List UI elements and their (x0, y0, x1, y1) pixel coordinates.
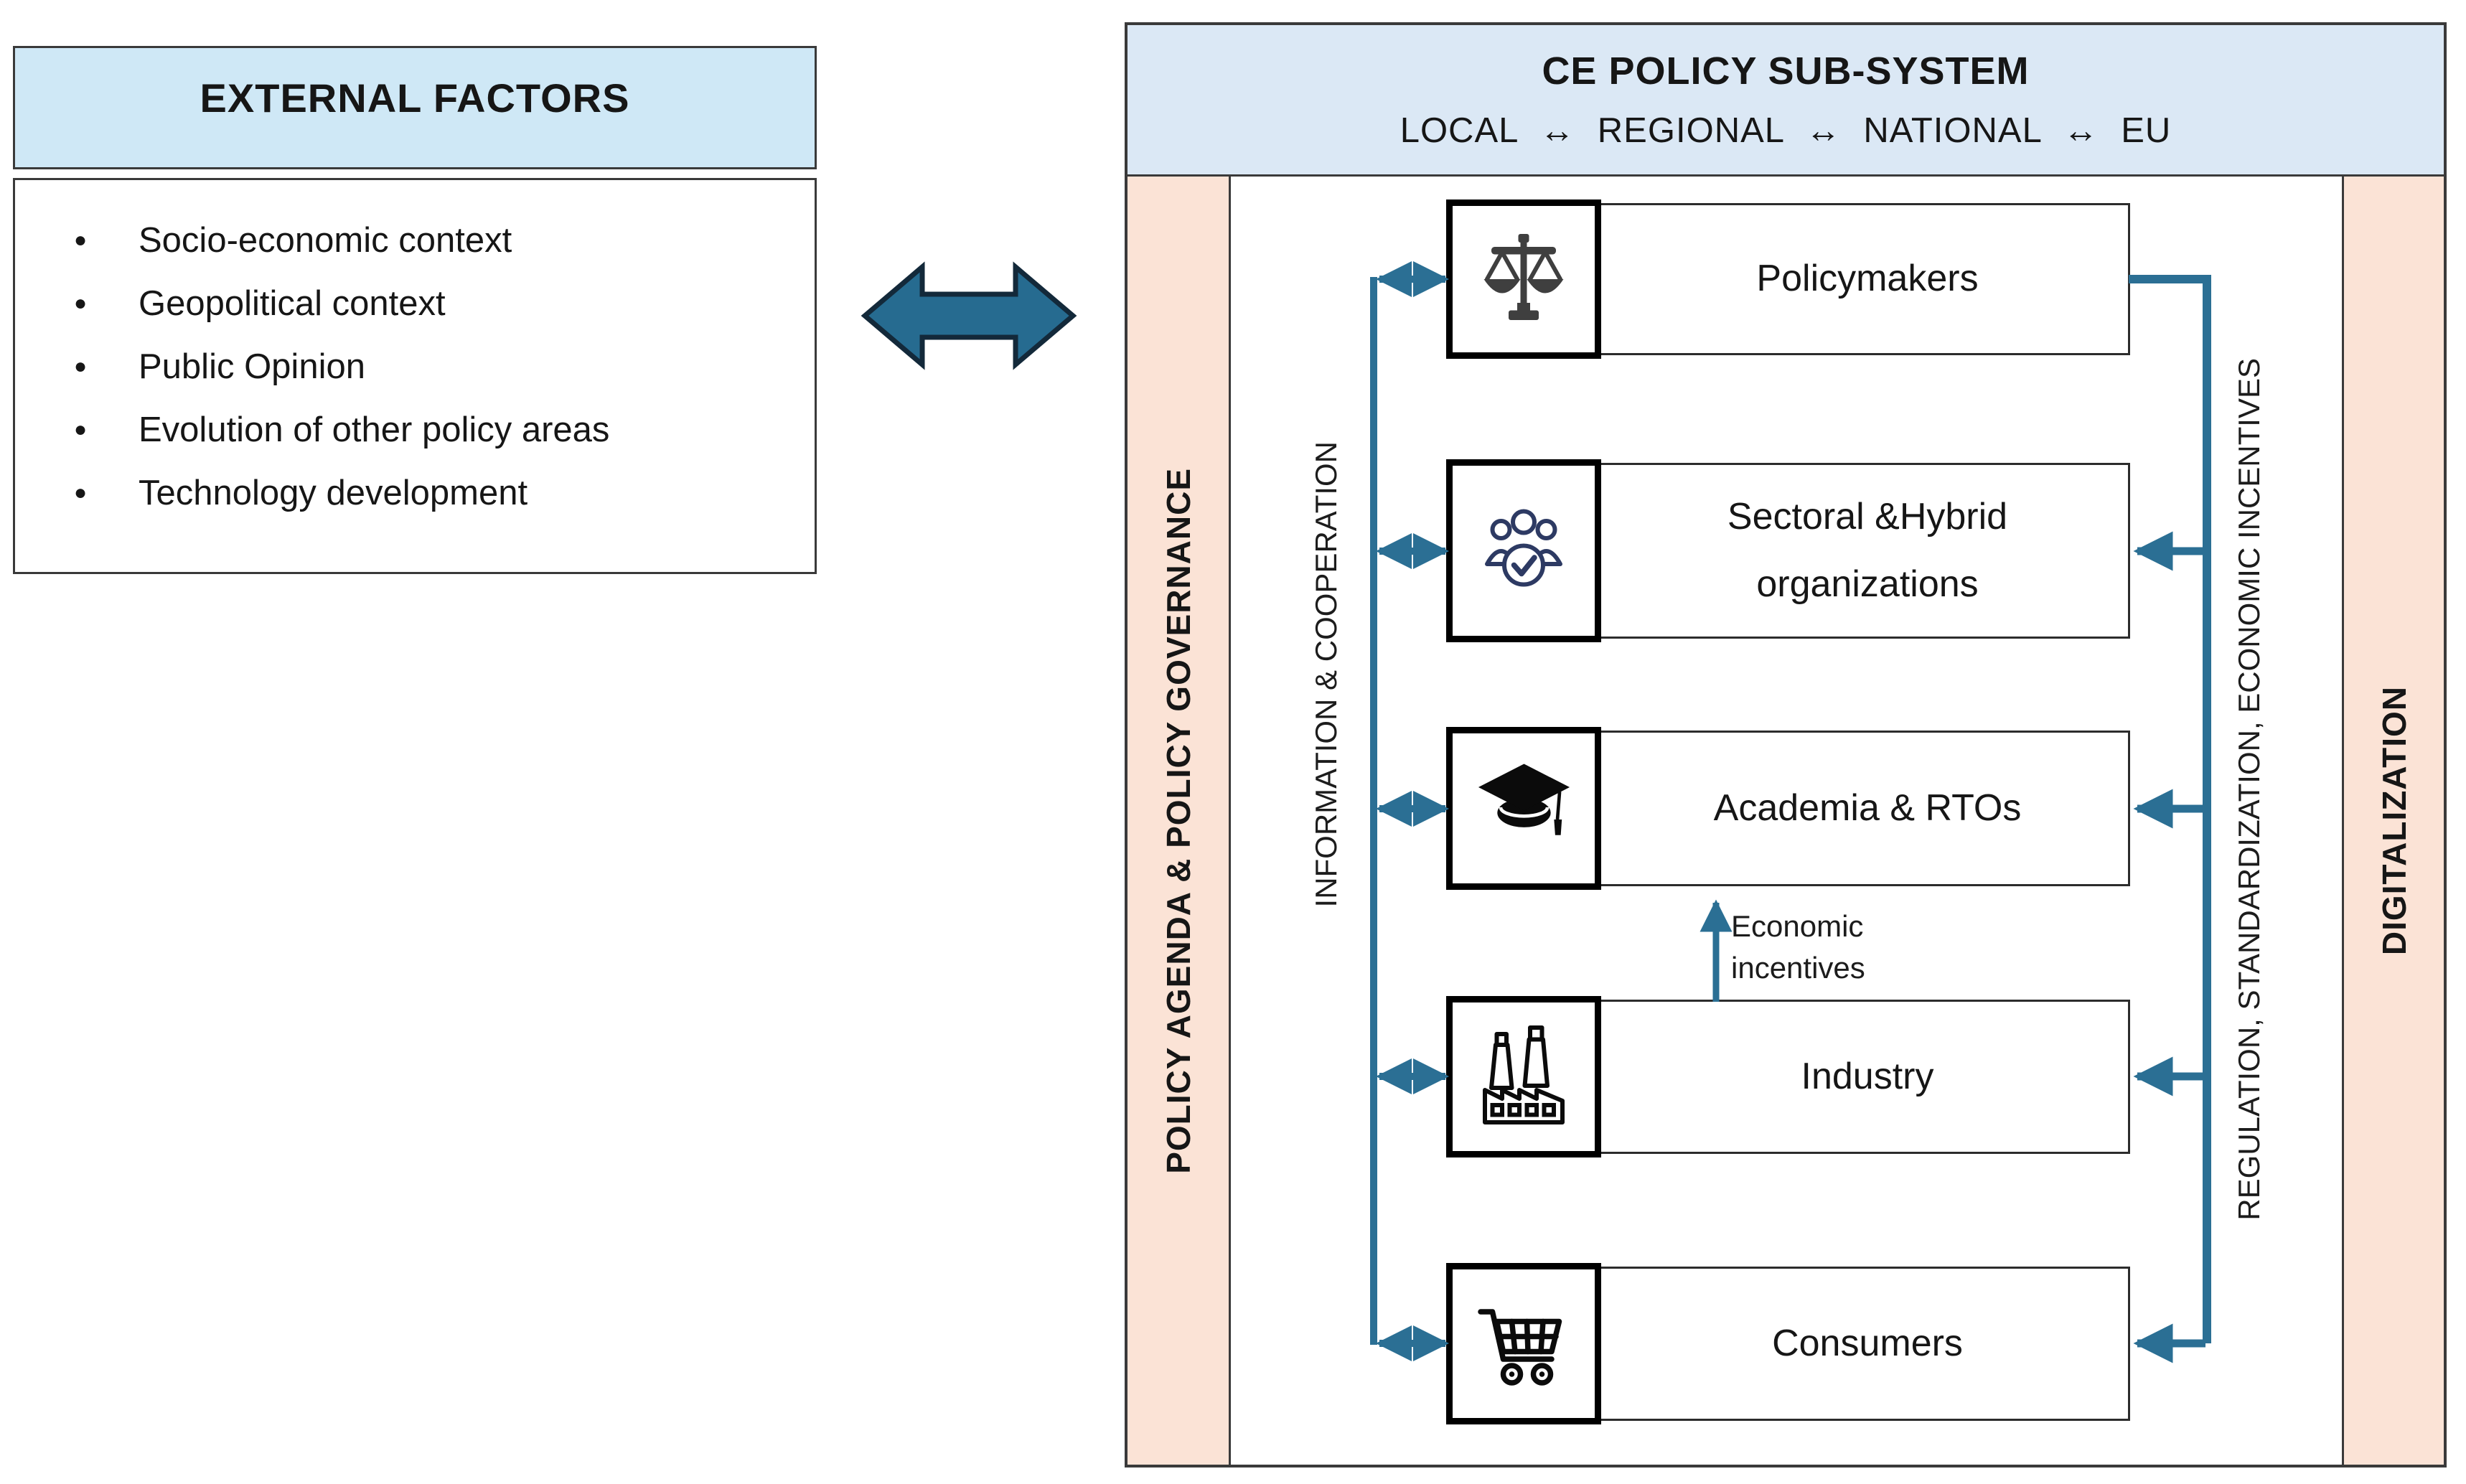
academia-icon-cell (1446, 727, 1601, 890)
shopping-cart-icon (1478, 1308, 1562, 1386)
consumers-icon-cell (1446, 1263, 1601, 1424)
list-item-text: Evolution of other policy areas (139, 410, 610, 449)
economic-incentives-label: Economic incentives (1731, 909, 1865, 985)
actor-label: Sectoral &Hybrid organizations (1727, 495, 2008, 605)
list-item: ● Technology development (65, 461, 786, 525)
ce-subsystem-title: CE POLICY SUB-SYSTEM (1542, 50, 2030, 93)
people-check-icon (1485, 509, 1562, 586)
policy-agenda-governance-strip: POLICY AGENDA & POLICY GOVERNANCE (1127, 177, 1231, 1465)
list-item: ● Geopolitical context (65, 272, 786, 335)
external-factors-title: EXTERNAL FACTORS (200, 75, 630, 121)
bullet-icon: ● (74, 481, 88, 504)
information-cooperation-label: INFORMATION & COOPERATION (1309, 441, 1343, 908)
list-item-text: Geopolitical context (139, 284, 446, 323)
information-cooperation-channel: INFORMATION & COOPERATION (1292, 280, 1361, 1069)
actor-box-policymakers: Policymakers (1446, 199, 2130, 359)
regulation-standardization-label: REGULATION, STANDARDIZATION, ECONOMIC IN… (2232, 358, 2266, 1221)
external-subsystem-arrow-icon (861, 261, 1077, 370)
industry-icon-cell (1446, 996, 1601, 1157)
actor-label: Industry (1801, 1055, 1934, 1097)
policymakers-icon-cell (1446, 199, 1601, 359)
policy-agenda-governance-label: POLICY AGENDA & POLICY GOVERNANCE (1159, 467, 1197, 1174)
graduation-cap-icon (1478, 764, 1570, 835)
list-item: ● Evolution of other policy areas (65, 398, 786, 461)
actor-box-industry: Industry (1446, 996, 2130, 1157)
list-item-text: Socio-economic context (139, 221, 512, 260)
bullet-icon: ● (74, 291, 88, 315)
ce-subsystem-levels: LOCAL ↔ REGIONAL ↔ NATIONAL ↔ EU (1400, 111, 2172, 150)
bullet-icon: ● (74, 228, 88, 252)
actor-box-academia-rtos: Academia & RTOs (1446, 727, 2130, 890)
list-item-text: Public Opinion (139, 347, 365, 386)
external-factors-list: ● Socio-economic context ● Geopolitical … (13, 178, 817, 574)
factory-icon (1483, 1025, 1565, 1124)
list-item: ● Socio-economic context (65, 209, 786, 272)
actor-box-sectoral-hybrid: Sectoral &Hybrid organizations (1446, 459, 2130, 642)
list-item: ● Public Opinion (65, 335, 786, 398)
sectoral-hybrid-icon-cell (1446, 459, 1601, 642)
actor-label: Consumers (1772, 1322, 1963, 1364)
digitalization-strip: DIGITALIZATION (2342, 177, 2444, 1465)
bullet-icon: ● (74, 418, 88, 441)
digitalization-label: DIGITALIZATION (2375, 685, 2413, 956)
list-item-text: Technology development (139, 474, 528, 512)
scales-of-justice-icon (1483, 234, 1564, 320)
regulation-standardization-channel: REGULATION, STANDARDIZATION, ECONOMIC IN… (2215, 287, 2284, 1292)
actor-box-consumers: Consumers (1446, 1263, 2130, 1424)
external-factors-header: EXTERNAL FACTORS (13, 46, 817, 169)
ce-subsystem-header: CE POLICY SUB-SYSTEM LOCAL ↔ REGIONAL ↔ … (1125, 22, 2447, 177)
bullet-icon: ● (74, 354, 88, 378)
actor-label: Academia & RTOs (1713, 786, 2022, 829)
actor-label: Policymakers (1756, 258, 1979, 300)
